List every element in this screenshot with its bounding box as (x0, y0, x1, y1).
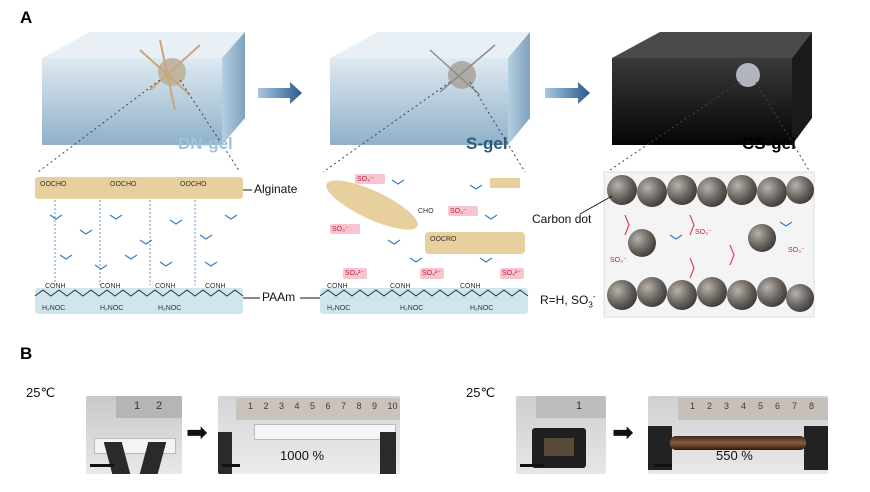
s-sulfate-1: SO₃⁻ (357, 176, 374, 183)
right-photo-stretched: 1 2 3 4 5 6 7 8 (648, 396, 828, 474)
right-photo-initial: 1 (516, 396, 606, 474)
paam-chem-7: H₂NOC (158, 305, 182, 312)
s-oocro: OOCRO (430, 236, 457, 243)
paam-chem-5: H₂NOC (42, 305, 66, 312)
alginate-chem-1: OOCHO (40, 181, 67, 188)
ruler-mark-1: 1 (134, 400, 141, 412)
alginate-chem-2: OOCHO (110, 181, 137, 188)
s-paam-chem-1: CONH (327, 283, 348, 290)
left-ruler-tick-6: 6 (325, 401, 331, 411)
panel-a-figure (34, 32, 815, 318)
left-ruler-tick-2: 2 (263, 401, 269, 411)
paam-chem-4: CONH (205, 283, 226, 290)
right-ruler-tick-5: 5 (758, 401, 764, 411)
panel-b-letter: B (20, 344, 33, 363)
right-ruler-tick-7: 7 (792, 401, 798, 411)
left-ruler-tick-8: 8 (356, 401, 362, 411)
right-ruler-tick-6: 6 (775, 401, 781, 411)
dn-gel-block (42, 32, 245, 145)
paam-chem-2: CONH (100, 283, 121, 290)
s-paam-chem-5: H₂NOC (400, 305, 424, 312)
s-paam-chem-6: H₂NOC (470, 305, 494, 312)
cs-sulfate-3: SO₃⁻ (788, 247, 805, 254)
left-ruler-tick-4: 4 (294, 401, 300, 411)
left-strain-label: 1000 % (280, 448, 325, 463)
panel-a-letter: A (20, 8, 33, 27)
left-photo-initial: 1 2 (86, 396, 182, 474)
s-cho: CHO (418, 208, 434, 215)
paam-chem-3: CONH (155, 283, 176, 290)
s-gel-block (330, 32, 530, 145)
ruler-mark-2: 2 (156, 400, 163, 412)
right-stretch-arrow: ➡ (612, 417, 634, 447)
dn-gel-label: DN-gel (178, 134, 233, 153)
s-gel-schematic (319, 174, 529, 314)
cs-sulfate-2: SO₃⁻ (610, 257, 627, 264)
carbon-dot-label: Carbon dot (532, 212, 592, 226)
right-ruler-tick-1: 1 (690, 401, 696, 411)
left-ruler-tick-10: 10 (387, 401, 398, 411)
paam-label: PAAm (262, 290, 296, 304)
paam-chem-1: CONH (45, 283, 66, 290)
arrow-dn-to-s (258, 82, 302, 104)
s-sulfate-2: SO₃⁻ (332, 226, 349, 233)
arrow-s-to-cs (545, 82, 590, 104)
s-paam-chem-4: H₂NOC (327, 305, 351, 312)
s-sulfate-5: SO₄²⁻ (422, 270, 441, 277)
zoom-lines (37, 79, 811, 173)
s-paam-chem-3: CONH (460, 283, 481, 290)
s-sulfate-4: SO₄²⁻ (345, 270, 364, 277)
right-ruler-tick-8: 8 (809, 401, 815, 411)
left-ruler-tick-9: 9 (372, 401, 378, 411)
alginate-chem-3: OOCHO (180, 181, 207, 188)
left-temperature: 25℃ (26, 385, 56, 400)
right-ruler-tick-4: 4 (741, 401, 747, 411)
left-ruler-tick-1: 1 (248, 401, 254, 411)
s-sulfate-6: SO₄²⁻ (502, 270, 521, 277)
left-ruler-tick-5: 5 (310, 401, 316, 411)
s-paam-chem-2: CONH (390, 283, 411, 290)
cs-gel-schematic (603, 171, 815, 318)
right-temperature: 25℃ (466, 385, 496, 400)
cs-gel-label: CS-gel (742, 134, 796, 153)
left-ruler-tick-7: 7 (341, 401, 347, 411)
dn-gel-schematic (34, 177, 244, 314)
cs-gel-block (612, 32, 812, 145)
left-stretch-arrow: ➡ (186, 417, 208, 447)
right-ruler-tick-3: 3 (724, 401, 730, 411)
right-ruler-mark-1: 1 (576, 400, 583, 412)
paam-chem-6: H₂NOC (100, 305, 124, 312)
r-group-label: R=H, SO3- (540, 292, 596, 310)
right-ruler-tick-2: 2 (707, 401, 713, 411)
alginate-label: Alginate (254, 182, 298, 196)
cs-sulfate-1: SO₃⁻ (695, 229, 712, 236)
right-strain-label: 550 % (716, 448, 753, 463)
s-sulfate-3: SO₃⁻ (450, 208, 467, 215)
s-gel-label: S-gel (466, 134, 508, 153)
left-ruler-tick-3: 3 (279, 401, 285, 411)
